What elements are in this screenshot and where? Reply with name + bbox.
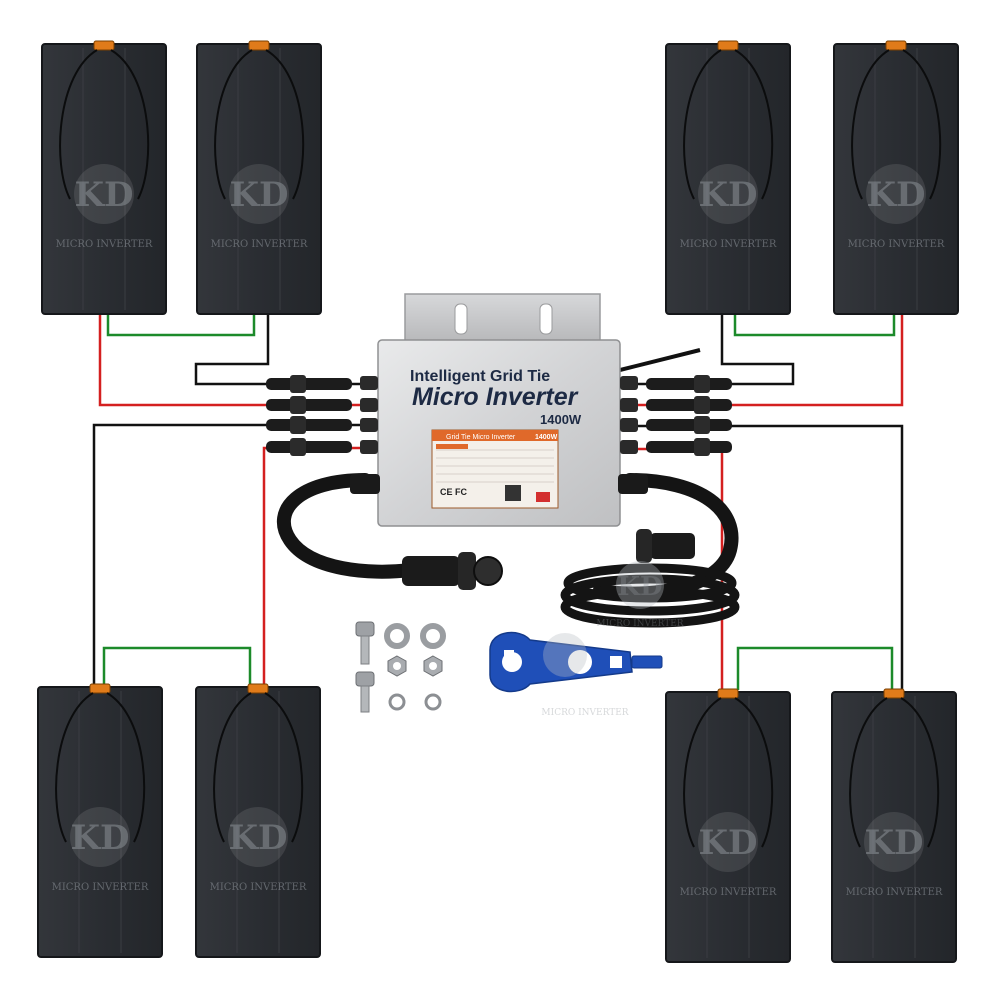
antenna-icon (611, 348, 701, 374)
screw-icon (355, 621, 375, 665)
ac-gland-right (618, 474, 648, 494)
solar-panel-top-right-1 (665, 40, 791, 315)
mc4-connector-icon (266, 438, 352, 456)
solar-panel-icon (665, 688, 791, 963)
mc4-connector-icon (646, 438, 732, 456)
mc4-connectors-left (266, 375, 352, 456)
mc4-spanner-icon (489, 631, 663, 693)
inverter-title-line2: Micro Inverter (412, 383, 579, 411)
dc-ports-right (620, 376, 638, 454)
solar-panel-bottom-right-1 (665, 688, 791, 963)
mc4-connector-icon (646, 375, 732, 393)
solar-panel-bottom-right-2 (831, 688, 957, 963)
washer-icon (388, 693, 406, 711)
solar-panel-icon (665, 40, 791, 315)
solar-panel-top-right-2 (833, 40, 959, 315)
inverter-title-line1: Intelligent Grid Tie (410, 368, 550, 385)
dc-ports-left (360, 376, 378, 454)
mounting-hardware (355, 621, 446, 713)
mc4-connector-icon (266, 416, 352, 434)
micro-inverter: Intelligent Grid Tie Micro Inverter 1400… (350, 293, 701, 527)
qr-code (505, 485, 521, 501)
solar-panel-icon (195, 683, 321, 958)
solar-panel-top-left-2 (196, 40, 322, 315)
washer-icon (384, 623, 410, 649)
mc4-connector-icon (646, 416, 732, 434)
washer-icon (420, 623, 446, 649)
inverter-power-rating: 1400W (540, 412, 582, 427)
solar-panel-icon (831, 688, 957, 963)
solar-panel-icon (37, 683, 163, 958)
watermark-caption-2: MICRO INVERTER (541, 708, 628, 718)
solar-panel-icon (41, 40, 167, 315)
mc4-connectors-right (646, 375, 732, 456)
washer-icon (424, 693, 442, 711)
mounting-bracket (404, 293, 601, 345)
spec-label-power: 1400W (535, 434, 558, 441)
solar-panel-bottom-left-2 (195, 683, 321, 958)
watermark-caption: MICRO INVERTER (596, 619, 683, 629)
spec-label-title: Grid Tie Micro Inverter (446, 434, 516, 441)
ac-cable (277, 473, 740, 628)
solar-panel-bottom-left-1 (37, 683, 163, 958)
solar-panel-top-left-1 (41, 40, 167, 315)
watermark-centre: KD MICRO INVERTER MICRO INVERTER (541, 561, 684, 718)
screw-icon (355, 671, 375, 713)
mc4-connector-icon (266, 396, 352, 414)
mc4-connector-icon (266, 375, 352, 393)
mc4-connector-icon (646, 396, 732, 414)
solar-panel-icon (833, 40, 959, 315)
ac-connector-female (636, 529, 695, 563)
spec-label-cert: CE FC (440, 487, 468, 497)
spec-label: Grid Tie Micro Inverter 1400W CE FC (431, 429, 559, 509)
watermark-logo: KD (617, 572, 662, 602)
ac-connector-male (402, 552, 503, 590)
ac-gland-left (350, 474, 380, 494)
solar-panel-icon (196, 40, 322, 315)
